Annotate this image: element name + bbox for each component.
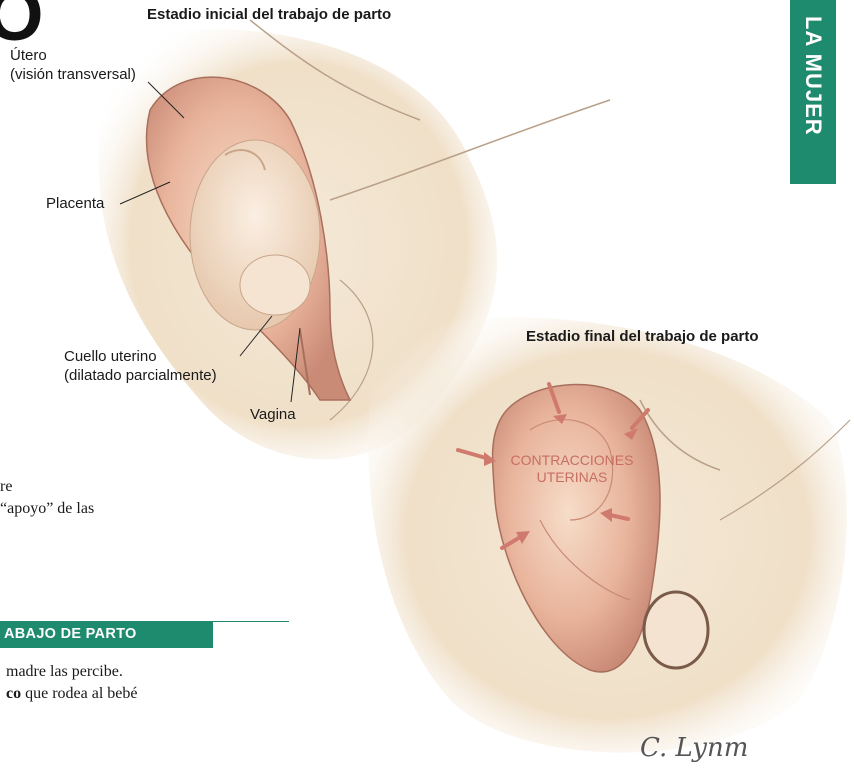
section-rule	[213, 621, 289, 622]
label-utero-line1: Útero	[10, 46, 136, 65]
section-heading: ABAJO DE PARTO	[0, 621, 213, 648]
contractions-label: CONTRACCIONES UTERINAS	[492, 452, 652, 486]
label-utero-line2: (visión transversal)	[10, 65, 136, 84]
label-cuello: Cuello uterino (dilatado parcialmente)	[64, 347, 217, 385]
label-placenta: Placenta	[46, 194, 104, 213]
chapter-initial: O	[0, 0, 44, 52]
body-fragment-4: co que rodea al bebé	[6, 685, 138, 703]
head-crowning	[644, 592, 708, 668]
contractions-line1: CONTRACCIONES	[492, 452, 652, 469]
body-fragment-1: re	[0, 478, 12, 496]
label-cuello-line1: Cuello uterino	[64, 347, 217, 366]
artist-signature: C. Lynm	[640, 733, 748, 763]
section-heading-label: ABAJO DE PARTO	[4, 626, 137, 642]
contractions-line2: UTERINAS	[492, 469, 652, 486]
label-vagina: Vagina	[250, 405, 296, 424]
body-fragment-3: madre las percibe.	[6, 663, 123, 681]
section-tab-label: LA MUJER	[800, 16, 826, 136]
body-fragment-4-bold: co	[6, 685, 21, 702]
body-fragment-4-rest: que rodea al bebé	[21, 685, 137, 702]
label-utero: Útero (visión transversal)	[10, 46, 136, 84]
figure-top-title: Estadio inicial del trabajo de parto	[147, 6, 391, 23]
section-tab: LA MUJER	[790, 0, 836, 184]
body-fragment-2: “apoyo” de las	[0, 500, 94, 518]
label-cuello-line2: (dilatado parcialmente)	[64, 366, 217, 385]
figure-bottom-title: Estadio final del trabajo de parto	[526, 328, 759, 345]
